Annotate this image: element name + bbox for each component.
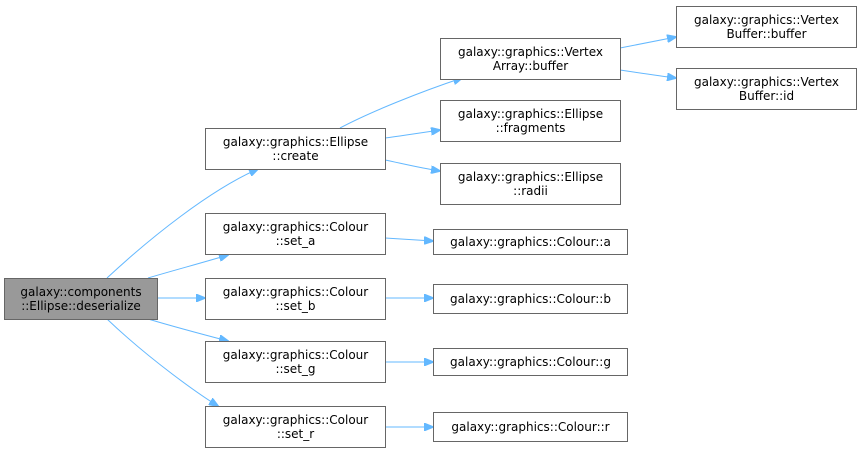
node-deserialize[interactable]: galaxy::components::Ellipse::deserialize (4, 278, 158, 320)
node-colour_b[interactable]: galaxy::graphics::Colour::b (433, 284, 628, 314)
edge-create-to-fragments (384, 130, 440, 139)
node-box-set_b[interactable] (205, 278, 386, 320)
node-box-fragments[interactable] (440, 100, 621, 142)
node-box-colour_g[interactable] (433, 348, 628, 376)
node-label-deserialize-line-1: ::Ellipse::deserialize (21, 299, 141, 313)
node-box-deserialize[interactable] (4, 278, 158, 320)
edge-deserialize-to-set_g (147, 318, 228, 341)
node-set_g[interactable]: galaxy::graphics::Colour::set_g (205, 341, 386, 383)
node-box-set_a[interactable] (205, 213, 386, 255)
node-label-fragments-line-0: galaxy::graphics::Ellipse (458, 107, 603, 121)
node-label-colour_a-line-0: galaxy::graphics::Colour::a (450, 235, 611, 249)
node-set_b[interactable]: galaxy::graphics::Colour::set_b (205, 278, 386, 320)
node-set_r[interactable]: galaxy::graphics::Colour::set_r (205, 406, 386, 448)
node-label-fragments-line-1: ::fragments (496, 121, 566, 135)
node-label-radii-line-0: galaxy::graphics::Ellipse (458, 170, 603, 184)
node-label-vb_buffer-line-0: galaxy::graphics::Vertex (694, 13, 839, 27)
node-create[interactable]: galaxy::graphics::Ellipse::create (205, 128, 386, 170)
node-box-colour_r[interactable] (433, 412, 628, 442)
node-box-set_r[interactable] (205, 406, 386, 448)
node-label-set_r-line-0: galaxy::graphics::Colour (223, 413, 368, 427)
node-box-va_buffer[interactable] (440, 38, 621, 80)
edge-deserialize-to-set_a (147, 255, 228, 279)
node-label-set_b-line-0: galaxy::graphics::Colour (223, 285, 368, 299)
node-label-vb_id-line-1: Buffer::id (739, 89, 794, 103)
node-label-set_r-line-1: ::set_r (277, 427, 314, 441)
edge-deserialize-to-create (106, 169, 258, 279)
node-colour_g[interactable]: galaxy::graphics::Colour::g (433, 348, 628, 376)
node-box-set_g[interactable] (205, 341, 386, 383)
node-label-create-line-0: galaxy::graphics::Ellipse (223, 135, 368, 149)
node-label-colour_g-line-0: galaxy::graphics::Colour::g (450, 355, 611, 369)
node-box-radii[interactable] (440, 163, 621, 205)
edge-create-to-radii (384, 159, 440, 171)
node-colour_r[interactable]: galaxy::graphics::Colour::r (433, 412, 628, 442)
node-label-vb_id-line-0: galaxy::graphics::Vertex (694, 75, 839, 89)
node-label-colour_b-line-0: galaxy::graphics::Colour::b (450, 292, 611, 306)
edge-va_buffer-to-vb_buffer (619, 37, 676, 49)
node-box-colour_a[interactable] (433, 229, 628, 255)
edge-create-to-va_buffer (339, 78, 462, 129)
node-box-colour_b[interactable] (433, 284, 628, 314)
node-colour_a[interactable]: galaxy::graphics::Colour::a (433, 229, 628, 255)
node-label-va_buffer-line-1: Array::buffer (493, 59, 568, 73)
node-label-create-line-1: ::create (272, 149, 318, 163)
node-label-set_g-line-1: ::set_g (275, 362, 315, 376)
node-radii[interactable]: galaxy::graphics::Ellipse::radii (440, 163, 621, 205)
node-label-deserialize-line-0: galaxy::components (20, 285, 141, 299)
node-box-vb_buffer[interactable] (676, 6, 857, 48)
node-label-set_g-line-0: galaxy::graphics::Colour (223, 348, 368, 362)
edge-va_buffer-to-vb_id (619, 69, 676, 78)
node-label-colour_r-line-0: galaxy::graphics::Colour::r (451, 420, 609, 434)
edge-deserialize-to-set_r (106, 318, 218, 406)
node-label-set_b-line-1: ::set_b (275, 299, 315, 313)
node-set_a[interactable]: galaxy::graphics::Colour::set_a (205, 213, 386, 255)
node-label-radii-line-1: ::radii (513, 184, 548, 198)
edge-set_a-to-colour_a (384, 238, 433, 241)
nodes-layer: galaxy::components::Ellipse::deserialize… (4, 6, 857, 448)
node-label-set_a-line-0: galaxy::graphics::Colour (223, 220, 368, 234)
node-label-va_buffer-line-0: galaxy::graphics::Vertex (458, 45, 603, 59)
node-box-vb_id[interactable] (676, 68, 857, 110)
node-fragments[interactable]: galaxy::graphics::Ellipse::fragments (440, 100, 621, 142)
node-label-vb_buffer-line-1: Buffer::buffer (726, 27, 806, 41)
node-box-create[interactable] (205, 128, 386, 170)
node-label-set_a-line-1: ::set_a (276, 234, 316, 248)
edges-layer (106, 37, 676, 427)
